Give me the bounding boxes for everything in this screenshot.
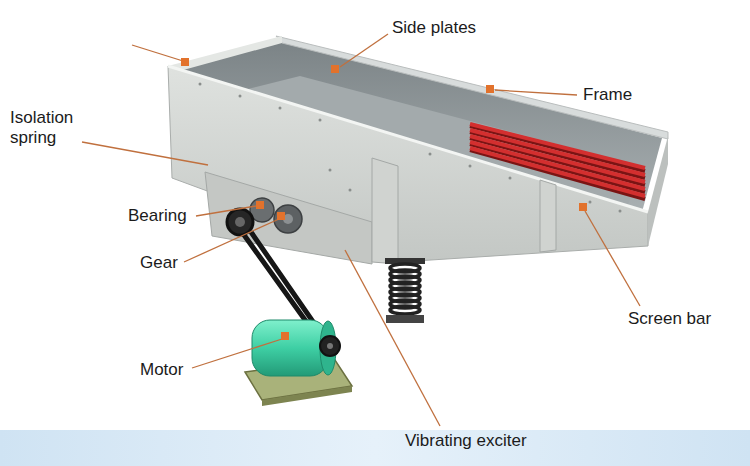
- leader-line: [340, 34, 388, 67]
- rivet: [239, 95, 242, 98]
- callout-marker: [579, 203, 587, 211]
- callout-marker: [256, 201, 264, 209]
- part-label: Frame: [583, 85, 632, 105]
- pulley-hub: [327, 343, 333, 349]
- rivet: [329, 169, 332, 172]
- rivet: [589, 201, 592, 204]
- front-side-plate: [168, 66, 648, 262]
- motor-body: [252, 320, 328, 376]
- part-label: Side plates: [392, 18, 476, 38]
- part-label: Gear: [140, 253, 178, 273]
- leader-line: [184, 219, 279, 262]
- bottom-band: [0, 430, 750, 466]
- leader-line: [196, 206, 256, 216]
- part-label: Isolation spring: [10, 108, 110, 148]
- isolation-spring: [385, 258, 425, 323]
- screen-bar: [470, 124, 645, 168]
- leader-line: [132, 45, 183, 61]
- exciter-housing: [205, 172, 372, 264]
- rivet: [279, 107, 282, 110]
- spring-coil: [390, 306, 420, 314]
- rivet: [319, 119, 322, 122]
- callout-marker: [486, 85, 494, 93]
- gear: [274, 205, 302, 233]
- callout-marker: [281, 332, 289, 340]
- callout-marker: [331, 65, 339, 73]
- leader-line: [585, 211, 640, 306]
- drive-pulley: [227, 209, 253, 235]
- callout-marker: [181, 58, 189, 66]
- spring-plate: [386, 315, 424, 323]
- callout-marker: [277, 212, 285, 220]
- motor-pulley: [320, 336, 340, 356]
- part-label: Bearing: [128, 206, 187, 226]
- leader-line: [82, 142, 208, 165]
- rivet: [429, 153, 432, 156]
- part-label: Motor: [140, 360, 183, 380]
- part-label: Vibrating exciter: [405, 431, 527, 451]
- end-rim: [168, 36, 282, 72]
- rivet: [349, 189, 352, 192]
- callout-markers: [181, 58, 587, 340]
- part-label: Screen bar: [628, 309, 711, 329]
- leader-line: [495, 90, 577, 95]
- rivets: [199, 83, 622, 213]
- end-face: [648, 136, 668, 246]
- rivet: [469, 165, 472, 168]
- rivet: [199, 83, 202, 86]
- leader-line: [345, 250, 440, 426]
- rivet: [509, 177, 512, 180]
- rivet: [619, 210, 622, 213]
- frame-stiffener: [372, 158, 398, 264]
- pulley-hub: [235, 217, 245, 227]
- frame-stiffener: [540, 180, 556, 252]
- leader-line: [192, 339, 282, 368]
- motor-base-edge: [262, 386, 352, 406]
- leader-lines: [82, 34, 640, 426]
